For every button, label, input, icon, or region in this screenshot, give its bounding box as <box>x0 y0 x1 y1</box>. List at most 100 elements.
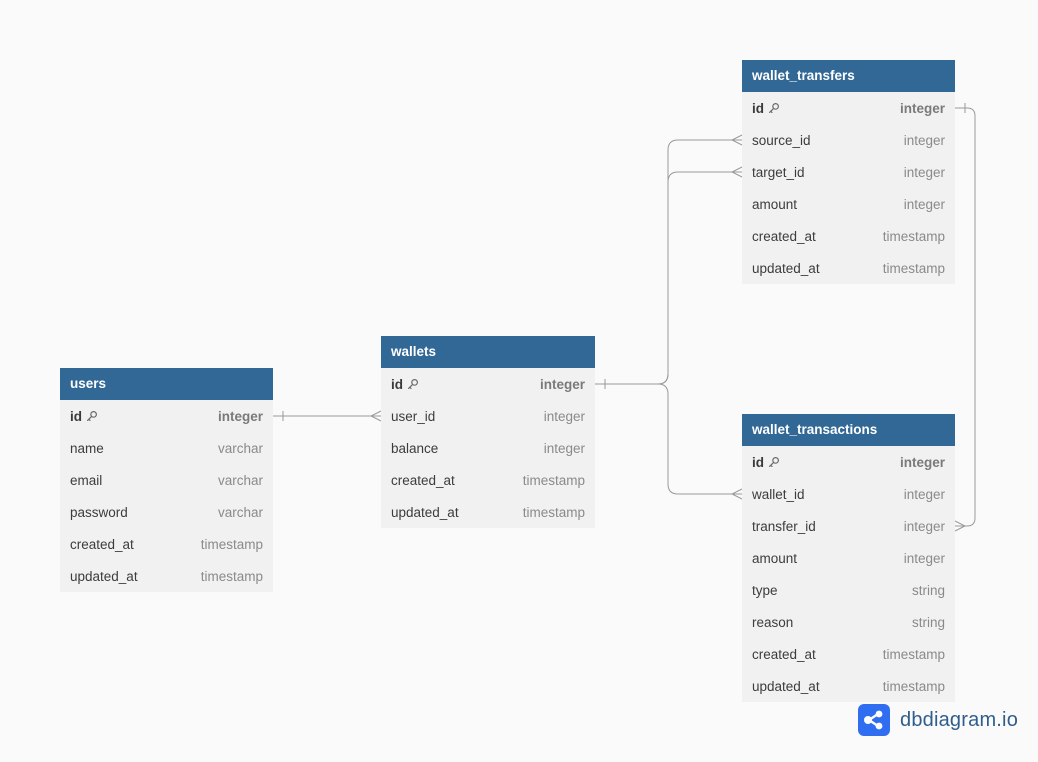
column-type: varchar <box>217 504 263 520</box>
column-type: timestamp <box>522 472 585 488</box>
table-wallet-transfers-column-created-at[interactable]: created_at timestamp <box>742 220 955 252</box>
column-type: timestamp <box>882 228 945 244</box>
column-name: email <box>70 473 102 488</box>
brand-watermark[interactable]: dbdiagram.io <box>858 704 1018 736</box>
table-wallet-transfers-header[interactable]: wallet_transfers <box>742 60 955 92</box>
column-type: timestamp <box>882 678 945 694</box>
table-wallets-column-balance[interactable]: balance integer <box>381 432 595 464</box>
column-name-text: amount <box>752 550 798 566</box>
column-type: timestamp <box>522 504 585 520</box>
table-wallet-transactions-column-transfer-id[interactable]: transfer_id integer <box>742 510 955 542</box>
table-wallet-transfers-column-target-id[interactable]: target_id integer <box>742 156 955 188</box>
table-wallet-transactions-header[interactable]: wallet_transactions <box>742 414 955 446</box>
table-wallet-transactions-column-type[interactable]: type string <box>742 574 955 606</box>
table-wallet-transactions-column-amount[interactable]: amount integer <box>742 542 955 574</box>
column-name: name <box>70 441 104 456</box>
column-name: wallet_id <box>752 487 805 502</box>
connector-many-marker[interactable] <box>730 166 743 178</box>
column-name-text: balance <box>391 440 439 456</box>
column-name: target_id <box>752 165 805 180</box>
column-name-text: id <box>752 454 764 470</box>
column-name: amount <box>752 551 797 566</box>
column-type: integer <box>539 376 585 392</box>
connector-transfers-transactions[interactable] <box>955 107 976 527</box>
table-wallet-transactions-column-updated-at[interactable]: updated_at timestamp <box>742 670 955 702</box>
connector-many-marker[interactable] <box>369 410 382 422</box>
column-name: updated_at <box>391 505 459 520</box>
table-wallet-transactions-column-id[interactable]: id integer <box>742 446 955 478</box>
table-wallets-column-updated-at[interactable]: updated_at timestamp <box>381 496 595 528</box>
column-name: created_at <box>391 473 455 488</box>
column-type: integer <box>903 196 945 212</box>
column-name: source_id <box>752 133 811 148</box>
column-name-text: target_id <box>752 164 805 180</box>
table-users-header[interactable]: users <box>60 368 273 400</box>
column-name: updated_at <box>70 569 138 584</box>
column-name: updated_at <box>752 679 820 694</box>
connector-wallets-target[interactable] <box>657 171 742 385</box>
connector-wallets-source[interactable] <box>657 139 742 385</box>
column-name-text: password <box>70 504 128 520</box>
column-type: integer <box>903 550 945 566</box>
connector-wallets-transactions[interactable] <box>657 383 742 495</box>
column-name-text: id <box>752 100 764 116</box>
column-type: timestamp <box>200 568 263 584</box>
column-name-text: updated_at <box>70 568 138 584</box>
table-wallets-header[interactable]: wallets <box>381 336 595 368</box>
table-wallets-column-created-at[interactable]: created_at timestamp <box>381 464 595 496</box>
column-name: created_at <box>752 647 816 662</box>
column-type: varchar <box>217 472 263 488</box>
column-type: string <box>911 582 945 598</box>
column-name: user_id <box>391 409 435 424</box>
column-name: created_at <box>70 537 134 552</box>
table-users-column-password[interactable]: password varchar <box>60 496 273 528</box>
table-wallets-column-id[interactable]: id integer <box>381 368 595 400</box>
column-name-text: reason <box>752 614 794 630</box>
connector-many-marker[interactable] <box>730 134 743 146</box>
column-type: integer <box>899 100 945 116</box>
column-name-text: created_at <box>752 646 816 662</box>
column-name-text: created_at <box>70 536 134 552</box>
column-name: created_at <box>752 229 816 244</box>
column-type: integer <box>899 454 945 470</box>
column-name: transfer_id <box>752 519 816 534</box>
column-name-text: updated_at <box>752 678 820 694</box>
column-type: timestamp <box>882 260 945 276</box>
column-name-text: id <box>391 376 403 392</box>
column-name-text: type <box>752 582 778 598</box>
key-icon <box>768 456 780 468</box>
brand-name: dbdiagram.io <box>900 708 1019 731</box>
column-type: integer <box>903 518 945 534</box>
connector-many-marker[interactable] <box>954 520 967 532</box>
table-users-column-updated-at[interactable]: updated_at timestamp <box>60 560 273 592</box>
connector-many-marker[interactable] <box>730 488 743 500</box>
table-users-column-email[interactable]: email varchar <box>60 464 273 496</box>
dbdiagram-logo-icon <box>858 704 890 736</box>
key-icon <box>768 102 780 114</box>
column-type: integer <box>543 440 585 456</box>
column-name-text: user_id <box>391 408 436 424</box>
table-wallet-transfers-column-id[interactable]: id integer <box>742 92 955 124</box>
column-type: integer <box>903 164 945 180</box>
column-name-text: created_at <box>391 472 455 488</box>
key-icon <box>86 410 98 422</box>
column-name: id <box>70 409 98 424</box>
column-name-text: transfer_id <box>752 518 816 534</box>
column-name: balance <box>391 441 438 456</box>
